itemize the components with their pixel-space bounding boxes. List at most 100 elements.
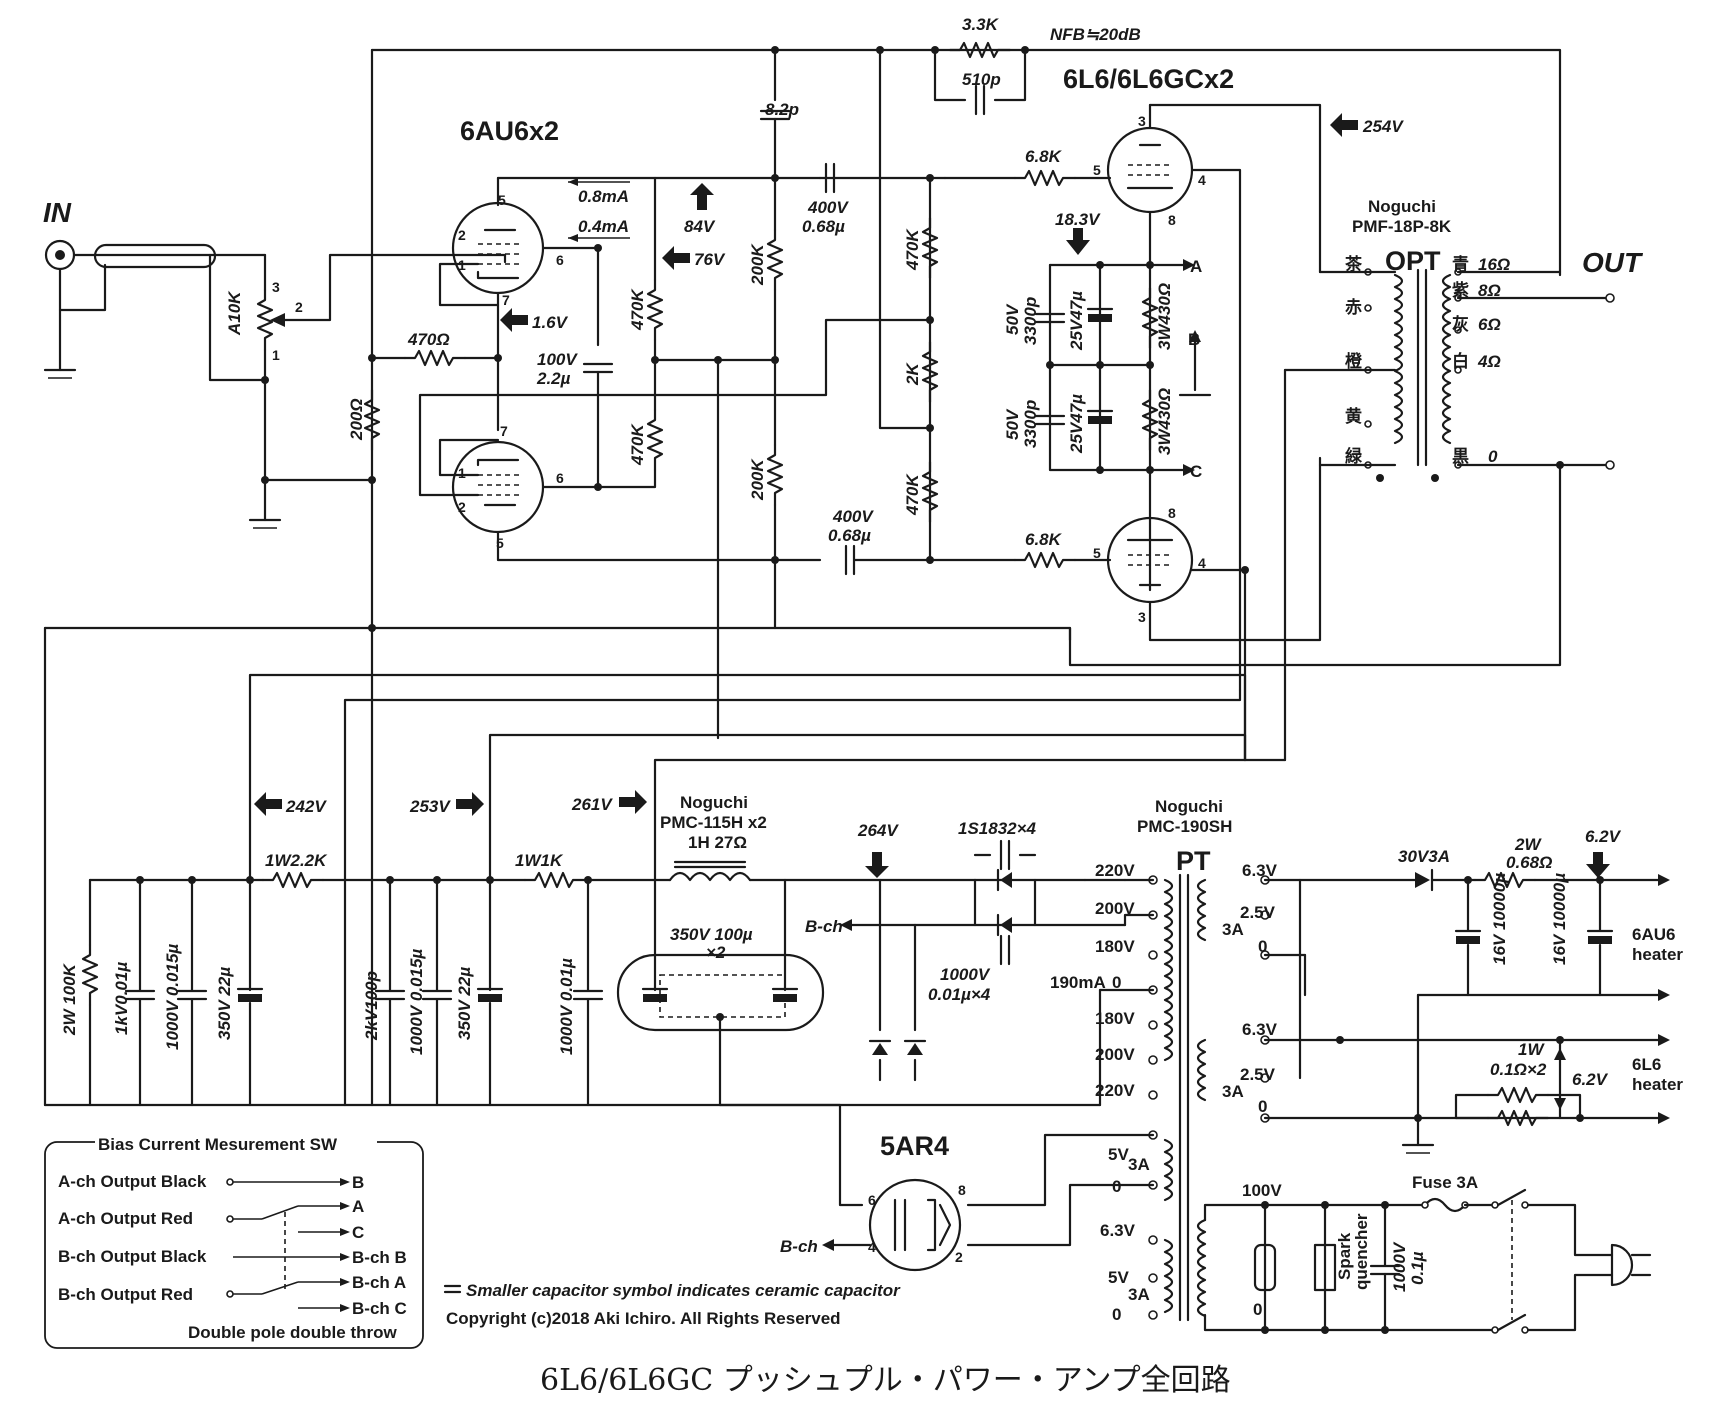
pin-5: 5 (1093, 545, 1101, 561)
v-cathode: 1.6V (532, 313, 569, 332)
volume-label: A10K (225, 290, 244, 336)
bypass-cap-voltage: 100V (537, 350, 578, 369)
bias-row-1-target2: C (352, 1223, 364, 1242)
bias-row-0-target: B (352, 1173, 364, 1192)
pin-5: 5 (496, 535, 504, 551)
cath-res-bot: 3W430Ω (1155, 388, 1174, 455)
pin-5: 5 (1093, 162, 1101, 178)
v-au6-heater: 6.2V (1585, 827, 1622, 846)
r1k-label: 1W1K (515, 851, 564, 870)
grid-r-bot-label: 6.8K (1025, 530, 1063, 549)
ground-symbol (248, 518, 282, 529)
bch-bottom: B-ch (780, 1237, 818, 1256)
6au6-upper-tube: 5 2 1 6 7 (438, 176, 947, 432)
bias-box-title: Bias Current Mesurement SW (98, 1135, 338, 1154)
bch-top: B-ch (805, 917, 843, 936)
choke-spec: 1H 27Ω (688, 833, 747, 852)
opt-4ohm: 4Ω (1477, 352, 1501, 371)
mains-cap-voltage: 1000V (1390, 1241, 1409, 1292)
cath-cap-top-voltage: 50V (1003, 303, 1022, 335)
pin-3: 3 (1138, 609, 1146, 625)
l6-r-watt: 1W (1518, 1040, 1545, 1059)
rectifier-label: 5AR4 (880, 1131, 949, 1161)
feedback-network: 3.3K 510p NFB≒20dB (370, 15, 1562, 1107)
input-tube-label: 6AU6x2 (460, 116, 559, 146)
bias-row-1-target: A (352, 1197, 364, 1216)
v264: 264V (857, 821, 899, 840)
bias-row-3-target2: B-ch C (352, 1299, 407, 1318)
bias-row-3-label: B-ch Output Red (58, 1285, 193, 1304)
opt-sec-blue: 青 (1452, 254, 1469, 274)
opt-sec-purple: 紫 (1452, 280, 1469, 300)
pin-7: 7 (502, 292, 510, 308)
opt-maker: Noguchi (1368, 197, 1436, 216)
opt-primary-brown: 茶 (1345, 254, 1363, 274)
cap-l0: 2W 100K (60, 962, 79, 1036)
choke-model: PMC-115H x2 (660, 813, 767, 832)
nfb-label: NFB≒20dB (1050, 25, 1141, 44)
bridge-cap-voltage: 1000V (940, 965, 991, 984)
bias-row-3-target: B-ch A (352, 1273, 406, 1292)
nfb-resistor-label: 3.3K (962, 15, 1000, 34)
heater-cap-2: 16V 10000µ (1550, 873, 1569, 965)
cath-cap-top-value: 3300p (1021, 297, 1040, 345)
rect-5v: 5V (1108, 1145, 1129, 1164)
opt-0ohm: 0 (1488, 447, 1498, 466)
bias-row-0-label: A-ch Output Black (58, 1172, 207, 1191)
pot-pin-3: 3 (272, 279, 280, 295)
pt-maker: Noguchi (1155, 797, 1223, 816)
page-title: 6L6/6L6GC プッシュプル・パワー・アンプ全回路 (540, 1363, 1231, 1398)
cap-r0: 1000V 0.01µ (557, 958, 576, 1055)
copyright: Copyright (c)2018 Aki Ichiro. All Rights… (446, 1309, 841, 1328)
pin-2: 2 (458, 227, 466, 243)
cath-cap-bot-value: 3300p (1021, 400, 1040, 448)
h1-6v3: 6.3V (1242, 861, 1278, 880)
r470k-a-label: 470K (628, 288, 647, 331)
spark-label-2: quencher (1352, 1213, 1371, 1290)
pt-label: PT (1176, 846, 1211, 876)
fuse-label: Fuse 3A (1412, 1173, 1478, 1192)
tap-0: 0 (1112, 973, 1121, 992)
cath-ecap-top: 25V47µ (1067, 291, 1086, 351)
mains-input: Spark quencher 1000V 0.1µ Fuse 3A (1203, 1173, 1652, 1334)
aux-3a: 3A (1128, 1285, 1150, 1304)
pin-8: 8 (958, 1182, 966, 1198)
pin-2: 2 (955, 1249, 963, 1265)
h2-2v5: 2.5V (1240, 1065, 1276, 1084)
coupling-cap-bot-value: 0.68µ (828, 526, 871, 545)
node-b: B (1188, 330, 1200, 349)
heater-cap-1: 16V 10000µ (1490, 873, 1509, 965)
v-b-plus: 254V (1362, 117, 1404, 136)
l6-heater-label-1: 6L6 (1632, 1055, 1661, 1074)
tap-180-a: 180V (1095, 937, 1135, 956)
pin-2: 2 (458, 499, 466, 515)
choke-maker: Noguchi (680, 793, 748, 812)
6au6-lower-tube: 7 1 2 6 5 (418, 318, 932, 562)
pin-4: 4 (1198, 172, 1206, 188)
pin-8: 8 (1168, 505, 1176, 521)
aux-0: 0 (1112, 1305, 1121, 1324)
dual-cap-value: 350V 100µ (670, 925, 753, 944)
h2-3a: 3A (1222, 1082, 1244, 1101)
r470k-top-label: 470K (903, 228, 922, 271)
aux-6v3: 6.3V (1100, 1221, 1136, 1240)
opt-primary-green: 緑 (1345, 446, 1363, 466)
tap-220-b: 220V (1095, 1081, 1135, 1100)
cap-l3: 350V 22µ (215, 967, 234, 1040)
pt-model: PMC-190SH (1137, 817, 1232, 836)
tap-220-a: 220V (1095, 861, 1135, 880)
c82p-label: 8.2p (765, 100, 799, 119)
v242: 242V (285, 797, 327, 816)
r470k-bot-label: 470K (903, 473, 922, 516)
h1-2v5: 2.5V (1240, 903, 1276, 922)
pin-6: 6 (556, 470, 564, 486)
v261: 261V (571, 795, 613, 814)
dual-cap-count: ×2 (706, 943, 726, 962)
tap-200-a: 200V (1095, 899, 1135, 918)
pri-0: 0 (1253, 1300, 1262, 1319)
coupling-cap-top-value: 0.68µ (802, 217, 845, 236)
b-plus-distribution (43, 624, 1287, 1107)
cap-m0: 2kV100p (362, 971, 381, 1041)
heater-supply: 30V3A 2W 0.68Ω 16V 10000µ 16V 10000µ 6.2… (1263, 827, 1683, 1154)
